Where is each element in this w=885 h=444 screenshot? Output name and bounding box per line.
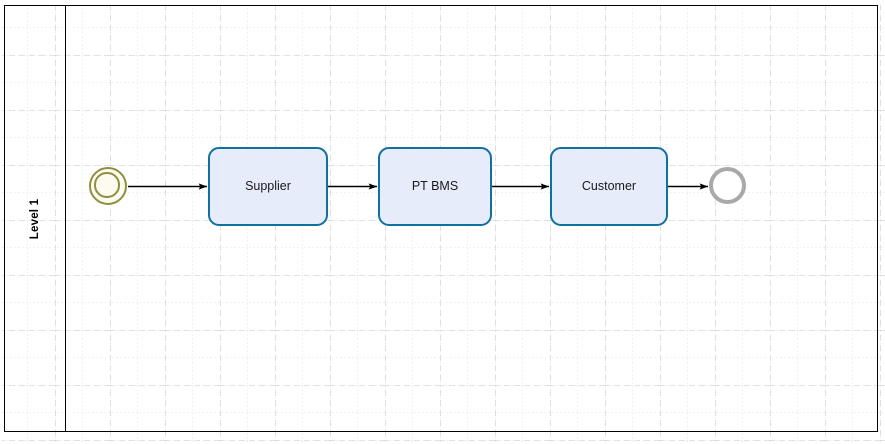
pool-label-container: Level 1 [5,6,65,431]
task-pt-bms-label: PT BMS [411,179,459,193]
start-event-inner-ring [94,172,120,198]
end-event[interactable] [709,167,746,204]
task-supplier[interactable]: Supplier [208,147,328,226]
task-supplier-label: Supplier [245,179,291,193]
pool-label: Level 1 [29,198,41,239]
pool-lane-divider [65,6,66,431]
start-event[interactable] [89,167,127,205]
pool-level-1[interactable]: Level 1 [4,5,878,432]
task-customer-label: Customer [581,179,637,193]
task-customer[interactable]: Customer [550,147,668,226]
task-pt-bms[interactable]: PT BMS [378,147,492,226]
